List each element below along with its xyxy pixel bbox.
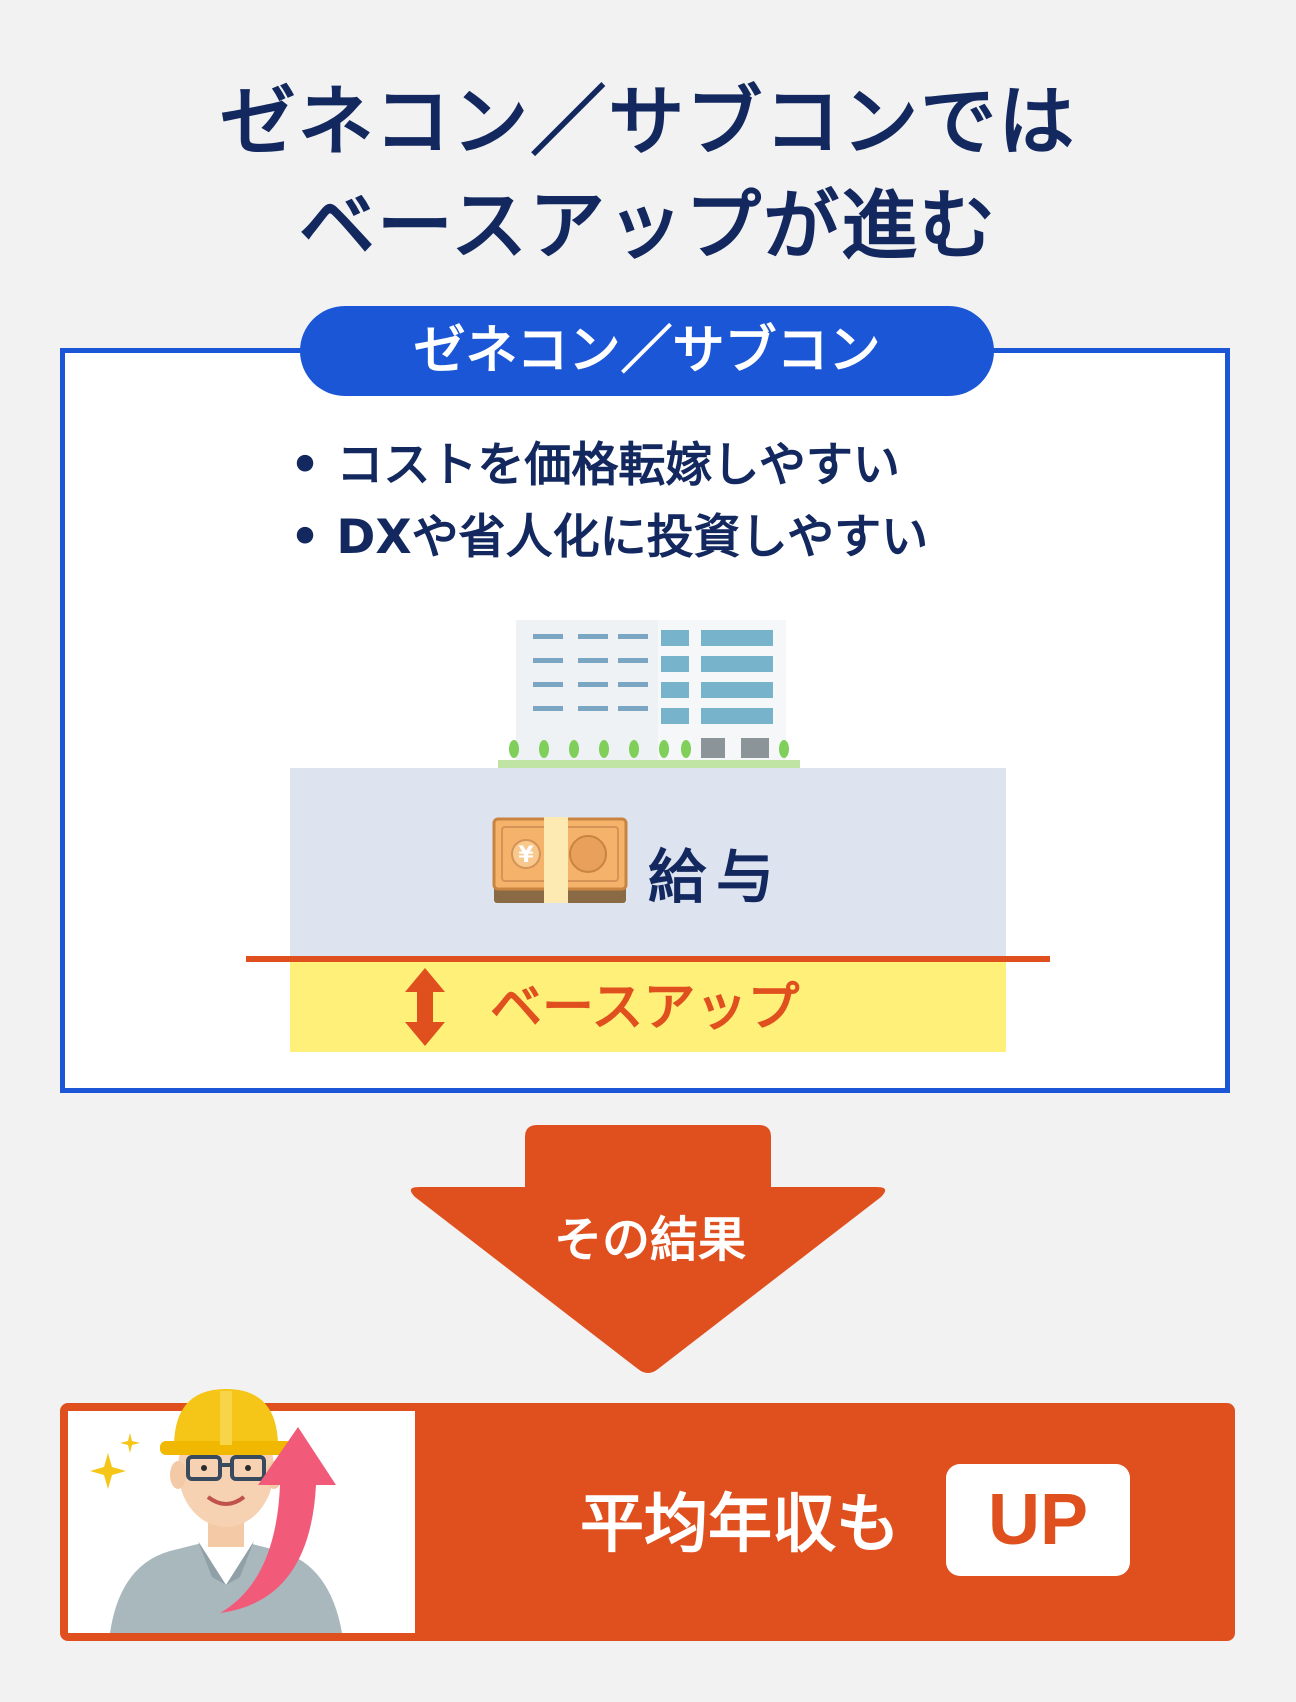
page-title: ゼネコン／サブコンでは ベースアップが進む: [0, 70, 1296, 278]
title-line-2: ベースアップが進む: [298, 181, 998, 270]
section-pill-label: ゼネコン／サブコン: [300, 306, 994, 396]
title-line-1: ゼネコン／サブコンでは: [219, 77, 1077, 166]
sparkle-icon: [90, 1433, 140, 1489]
baseline-divider: [246, 956, 1050, 962]
up-badge: UP: [946, 1464, 1130, 1576]
up-arrow-icon: [220, 1427, 336, 1613]
down-arrow-shape: [410, 1125, 886, 1373]
svg-text:¥: ¥: [518, 843, 534, 868]
baseup-box: [290, 962, 1006, 1052]
bullet-item-2: DXや省人化に投資しやすい: [290, 502, 1050, 574]
salary-box: [290, 768, 1006, 956]
worker-illustration: [90, 1389, 342, 1633]
result-text: 平均年収も: [580, 1488, 900, 1562]
bullet-item-1: コストを価格転嫁しやすい: [290, 430, 1050, 502]
baseup-label: ベースアップ: [490, 978, 800, 1038]
arrow-label: その結果: [553, 1212, 746, 1268]
bullet-list: コストを価格転嫁しやすい DXや省人化に投資しやすい: [290, 430, 1050, 574]
salary-label: 給与: [648, 843, 785, 911]
double-arrow-icon: [405, 968, 445, 1046]
money-bundle-icon: ¥: [492, 817, 628, 903]
building-icon: [498, 620, 800, 770]
